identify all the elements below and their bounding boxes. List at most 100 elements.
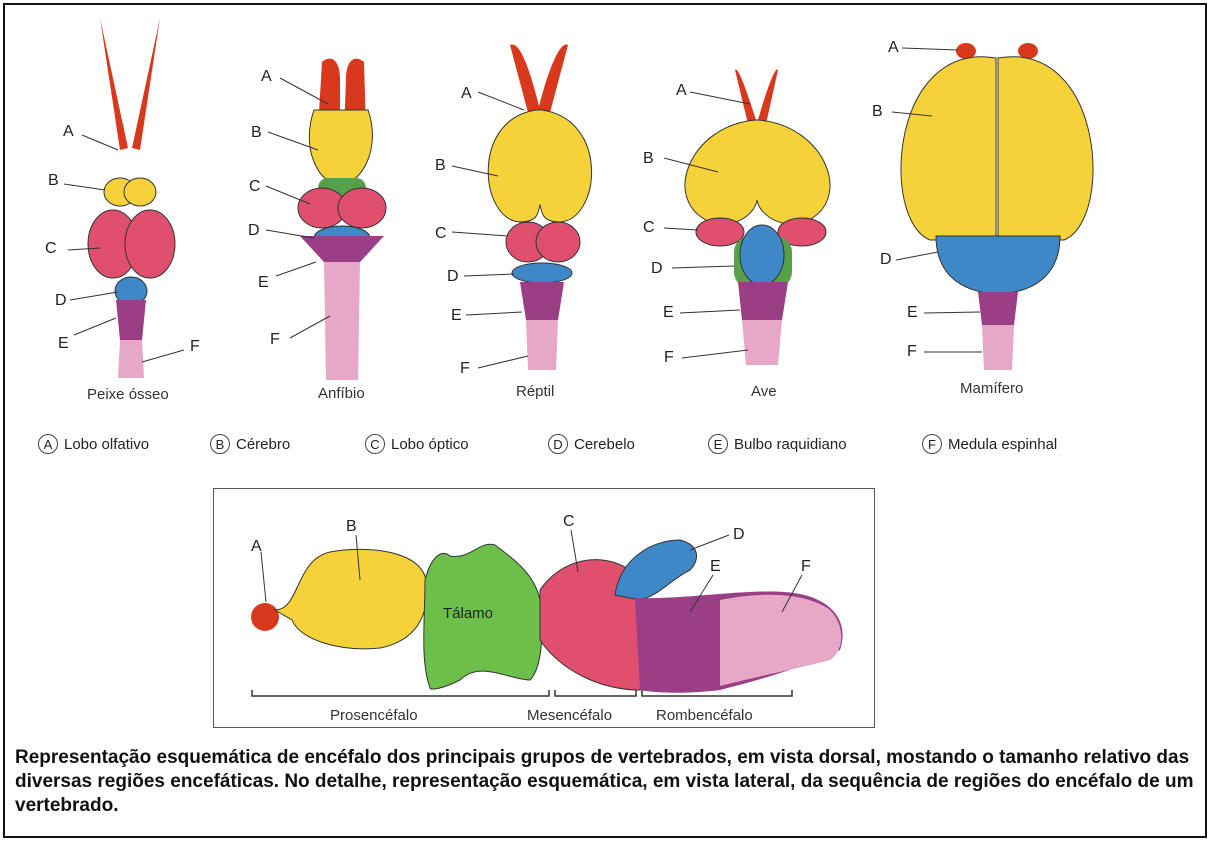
rep-label-d: D bbox=[447, 268, 459, 286]
lat-label-a: A bbox=[251, 538, 262, 556]
fish-label-e: E bbox=[58, 335, 69, 353]
animal-name-bird: Ave bbox=[751, 383, 777, 400]
legend-label: Medula espinhal bbox=[948, 436, 1057, 453]
legend-badge: C bbox=[365, 434, 385, 454]
rep-label-c: C bbox=[435, 225, 447, 243]
rep-olfactory-left bbox=[510, 44, 540, 120]
legend-label: Bulbo raquidiano bbox=[734, 436, 847, 453]
legend-label: Cérebro bbox=[236, 436, 290, 453]
rep-label-a: A bbox=[461, 85, 472, 103]
lat-label-f: F bbox=[801, 558, 811, 576]
fish-olfactory-right bbox=[132, 18, 160, 150]
fish-label-c: C bbox=[45, 240, 57, 258]
bird-optic-left bbox=[696, 218, 744, 246]
legend-badge: B bbox=[210, 434, 230, 454]
mammal-brain bbox=[901, 43, 1093, 370]
legend-badge: F bbox=[922, 434, 942, 454]
legend-badge: A bbox=[38, 434, 58, 454]
amph-spinal bbox=[324, 262, 360, 380]
bird-medulla bbox=[738, 282, 788, 320]
amph-label-d: D bbox=[248, 222, 260, 240]
lateral-detail-box bbox=[213, 488, 875, 728]
bird-olfactory-right bbox=[758, 69, 778, 124]
region-label-prosencephalon: Prosencéfalo bbox=[330, 707, 418, 724]
bird-cerebrum bbox=[685, 120, 830, 224]
legend: A Lobo olfativo B Cérebro C Lobo óptico … bbox=[0, 428, 1214, 462]
lat-label-b: B bbox=[346, 518, 357, 536]
mam-label-b: B bbox=[872, 103, 883, 121]
amph-label-e: E bbox=[258, 274, 269, 292]
bird-label-b: B bbox=[643, 150, 654, 168]
lat-label-c: C bbox=[563, 513, 575, 531]
legend-label: Lobo óptico bbox=[391, 436, 469, 453]
bird-label-a: A bbox=[676, 82, 687, 100]
rep-cerebellum bbox=[512, 263, 572, 283]
bird-brain bbox=[685, 69, 830, 365]
fish-label-b: B bbox=[48, 172, 59, 190]
mam-olfactory-left bbox=[956, 43, 976, 59]
rep-medulla bbox=[520, 282, 564, 320]
lat-label-e: E bbox=[710, 558, 721, 576]
rep-optic-right bbox=[536, 222, 580, 262]
mam-spinal bbox=[982, 325, 1014, 370]
fish-cerebrum-right bbox=[124, 178, 156, 206]
thalamus-label: Tálamo bbox=[443, 605, 493, 622]
mam-medulla bbox=[978, 292, 1018, 325]
reptile-brain bbox=[488, 44, 591, 370]
figure-caption: Representação esquemática de encéfalo do… bbox=[15, 746, 1195, 818]
animal-name-reptile: Réptil bbox=[516, 383, 554, 400]
legend-item-optic: C Lobo óptico bbox=[365, 434, 469, 454]
bird-label-c: C bbox=[643, 219, 655, 237]
animal-name-mammal: Mamífero bbox=[960, 380, 1023, 397]
animal-name-amphibian: Anfíbio bbox=[318, 385, 365, 402]
rep-label-b: B bbox=[435, 157, 446, 175]
fish-label-a: A bbox=[63, 123, 74, 141]
mam-cerebrum-right bbox=[998, 57, 1093, 240]
legend-item-cerebrum: B Cérebro bbox=[210, 434, 290, 454]
amph-medulla bbox=[300, 236, 384, 262]
fish-optic-right bbox=[125, 210, 175, 278]
mam-label-e: E bbox=[907, 304, 918, 322]
amph-label-c: C bbox=[249, 178, 261, 196]
animal-name-fish: Peixe ósseo bbox=[87, 386, 169, 403]
amph-label-b: B bbox=[251, 124, 262, 142]
mam-label-d: D bbox=[880, 251, 892, 269]
rep-cerebrum bbox=[488, 110, 591, 222]
region-label-mesencephalon: Mesencéfalo bbox=[527, 707, 612, 724]
legend-item-medulla: E Bulbo raquidiano bbox=[708, 434, 847, 454]
amph-cerebrum bbox=[309, 110, 372, 185]
region-label-rhombencephalon: Rombencéfalo bbox=[656, 707, 753, 724]
bird-label-e: E bbox=[663, 304, 674, 322]
rep-olfactory-right bbox=[538, 44, 568, 120]
mam-label-f: F bbox=[907, 343, 917, 361]
lat-label-d: D bbox=[733, 526, 745, 544]
fish-label-f: F bbox=[190, 338, 200, 356]
legend-badge: E bbox=[708, 434, 728, 454]
mam-olfactory-right bbox=[1018, 43, 1038, 59]
bird-olfactory-left bbox=[735, 69, 756, 124]
amph-label-a: A bbox=[261, 68, 272, 86]
legend-item-olfactory: A Lobo olfativo bbox=[38, 434, 149, 454]
mam-cerebrum-left bbox=[901, 57, 996, 240]
legend-item-cerebellum: D Cerebelo bbox=[548, 434, 635, 454]
fish-medulla bbox=[116, 300, 146, 340]
fish-spinal bbox=[118, 340, 144, 378]
bird-label-d: D bbox=[651, 260, 663, 278]
bird-label-f: F bbox=[664, 349, 674, 367]
amph-optic-right bbox=[338, 188, 386, 228]
rep-label-f: F bbox=[460, 360, 470, 378]
legend-label: Cerebelo bbox=[574, 436, 635, 453]
fish-label-d: D bbox=[55, 292, 67, 310]
legend-item-spinal: F Medula espinhal bbox=[922, 434, 1057, 454]
mam-cerebellum bbox=[936, 236, 1060, 294]
amph-label-f: F bbox=[270, 331, 280, 349]
rep-label-e: E bbox=[451, 307, 462, 325]
bird-spinal bbox=[742, 320, 782, 365]
mam-label-a: A bbox=[888, 39, 899, 57]
fish-olfactory-left bbox=[100, 18, 128, 150]
amphibian-brain bbox=[298, 59, 386, 380]
rep-spinal bbox=[526, 320, 558, 370]
bird-cerebellum bbox=[740, 225, 784, 285]
legend-badge: D bbox=[548, 434, 568, 454]
legend-label: Lobo olfativo bbox=[64, 436, 149, 453]
